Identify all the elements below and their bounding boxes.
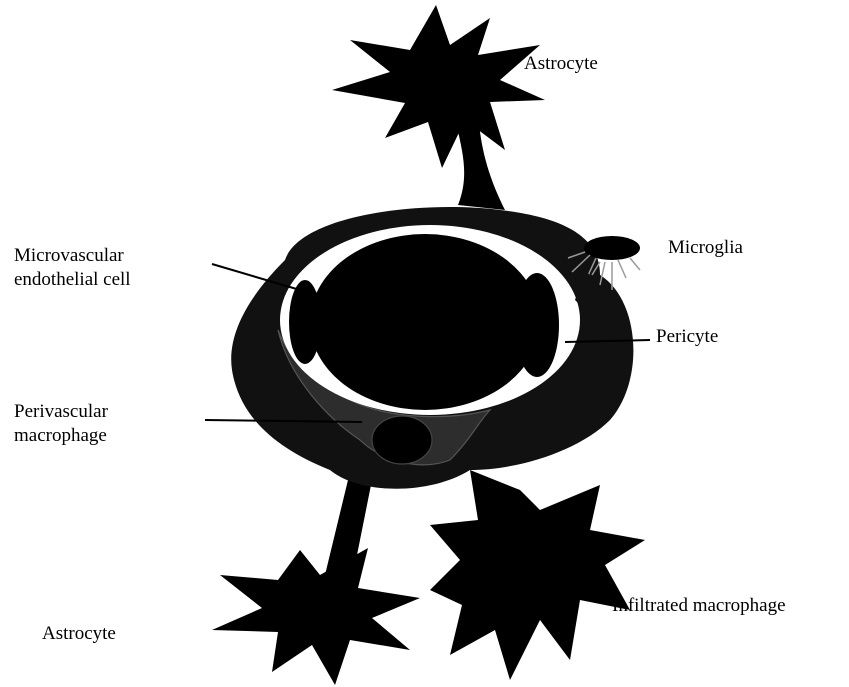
astrocyte-top-star bbox=[332, 5, 545, 168]
label-microvascular-endothelial-cell: Microvascular endothelial cell bbox=[14, 244, 131, 292]
label-perivascular-line2: macrophage bbox=[14, 424, 108, 448]
label-microvascular-line1: Microvascular bbox=[14, 244, 131, 268]
astrocyte-bottom-star bbox=[212, 548, 420, 685]
label-microglia: Microglia bbox=[668, 236, 743, 260]
label-astrocyte-bottom: Astrocyte bbox=[42, 622, 116, 646]
microglia-cell bbox=[584, 236, 640, 260]
label-microvascular-line2: endothelial cell bbox=[14, 268, 131, 292]
label-pericyte: Pericyte bbox=[656, 325, 718, 349]
infiltrated-macrophage-star bbox=[430, 470, 645, 680]
pericyte-left bbox=[289, 280, 321, 364]
microvascular-endothelial-cell bbox=[310, 234, 540, 410]
label-perivascular-line1: Perivascular bbox=[14, 400, 108, 424]
pericyte-right bbox=[515, 273, 559, 377]
label-astrocyte-top: Astrocyte bbox=[524, 52, 598, 76]
perivascular-macrophage-cell bbox=[372, 416, 432, 464]
label-infiltrated-macrophage: Infiltrated macrophage bbox=[612, 594, 786, 618]
label-perivascular-macrophage: Perivascular macrophage bbox=[14, 400, 108, 448]
